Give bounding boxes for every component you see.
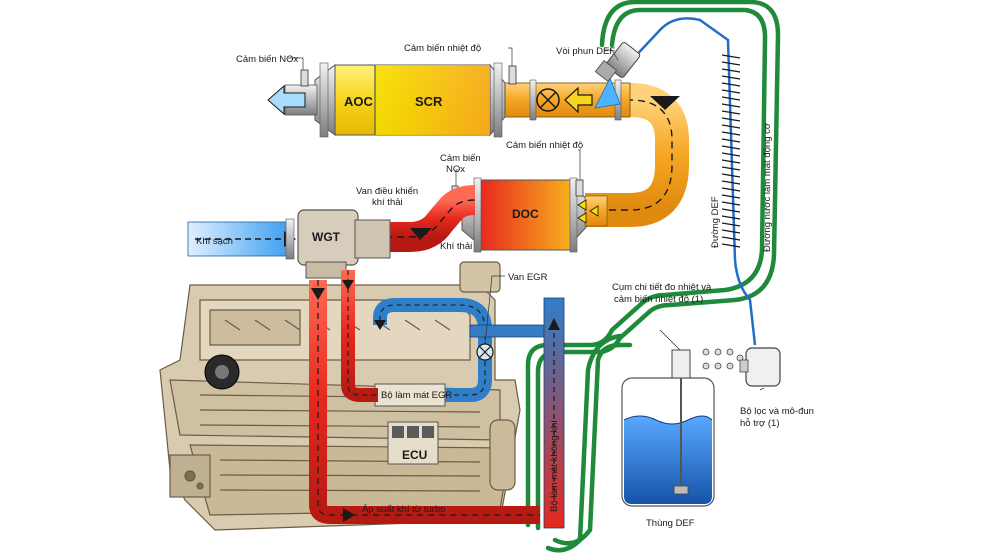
- egr-valve-label: Van EGR: [508, 272, 548, 283]
- def-tank: [621, 377, 715, 507]
- leader-lines: [288, 47, 765, 391]
- def-injector-label: Vòi phun DEF: [556, 46, 615, 57]
- egr-hot-pipe: [341, 270, 378, 402]
- doc-outlet-arrows: [577, 199, 599, 224]
- def-line-heater-coil: [721, 54, 741, 248]
- turbo-pressure-label: Áp suất khí từ turbo: [362, 504, 445, 515]
- temp-sensor-top: [508, 65, 517, 85]
- sensor-assembly-label-1: Cụm chi tiết đo nhiệt và: [612, 282, 712, 293]
- exhaust-flow-arrow: [410, 228, 432, 240]
- connector-dots: [702, 348, 744, 370]
- sensor-assembly-label-2: cảm biến nhiệt độ (1): [614, 294, 703, 305]
- mixer-icon: [536, 88, 560, 112]
- def-tank-label: Thùng DEF: [646, 518, 695, 529]
- bend-flow-arrow: [650, 96, 680, 110]
- scr-label: SCR: [415, 94, 443, 109]
- egr-cooler-label: Bộ làm mát EGR: [381, 390, 452, 401]
- ecu-module: [387, 421, 439, 465]
- wgt-turbo: [297, 209, 391, 279]
- aoc-label: AOC: [344, 94, 374, 109]
- filter-module: [739, 347, 781, 387]
- def-line: [629, 17, 757, 346]
- scr-canister: [314, 62, 506, 138]
- temp-sensor-mid-label: Cảm biến nhiệt độ: [506, 140, 583, 151]
- nox-sensor-mid-label-2: NOx: [446, 164, 465, 175]
- ecu-label: ECU: [402, 448, 427, 462]
- exhaust-valve-label-2: khí thải: [372, 197, 403, 208]
- nox-sensor-mid-label-1: Cảm biến: [440, 153, 481, 164]
- air-cooler-label: Bộ làm mát không khí: [549, 420, 560, 512]
- temp-sensor-mid: [575, 179, 584, 197]
- def-spray-icon: [594, 77, 621, 109]
- wgt-label: WGT: [312, 230, 341, 244]
- temp-sensor-top-label: Cảm biến nhiệt độ: [404, 43, 481, 54]
- doc-label: DOC: [512, 207, 539, 221]
- outlet-air-arrow: [267, 84, 306, 116]
- sensor-assembly: [659, 329, 691, 495]
- nox-sensor-top-label: Cảm biến NOx: [236, 54, 299, 65]
- exhaust-valve-label-1: Van điều khiển: [356, 186, 418, 197]
- nox-sensor-top: [300, 69, 309, 87]
- def-injector-icon: [594, 42, 641, 83]
- exhaust-label: Khí thải: [440, 241, 472, 252]
- filter-module-label-2: hỗ trợ (1): [740, 418, 780, 429]
- scr-flow-arrow: [564, 86, 593, 114]
- coolant-line-label: Đường nước làm mát động cơ: [762, 123, 773, 252]
- filter-module-label-1: Bộ lọc và mô-đun: [740, 406, 814, 417]
- doc-canister: [461, 177, 589, 253]
- clean-air-label: Khí sạch: [196, 236, 233, 247]
- def-line-label: Đường DEF: [710, 196, 721, 248]
